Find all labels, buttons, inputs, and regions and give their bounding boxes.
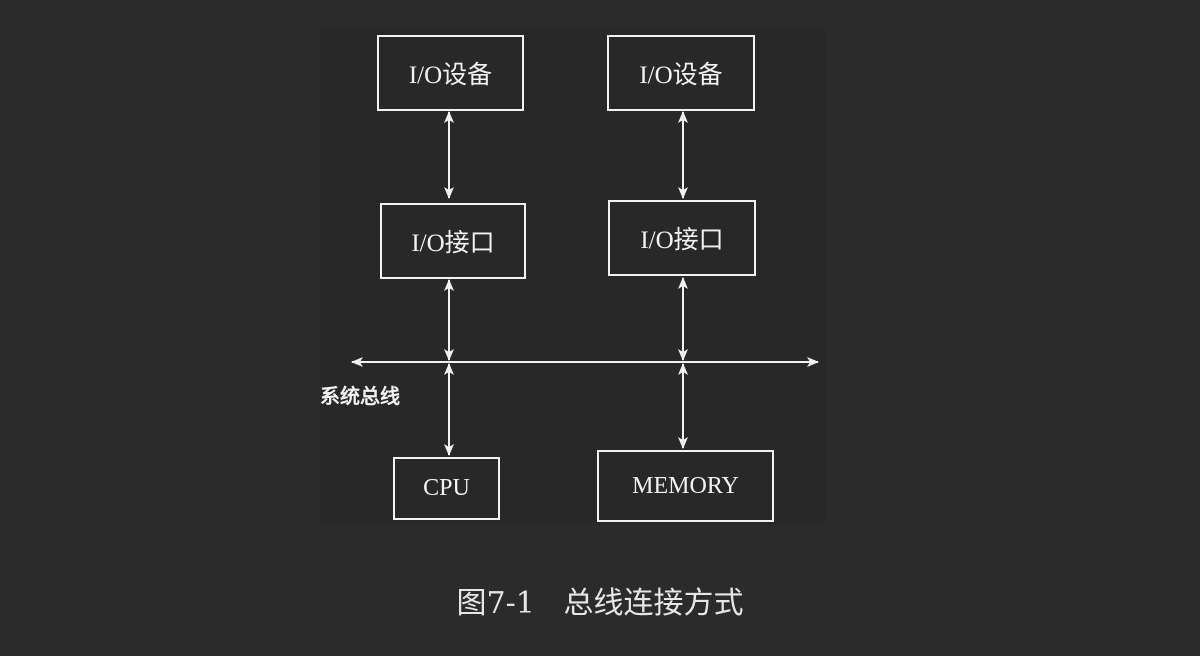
io-device-right-box: I/O设备 [607,35,755,111]
io-device-left-box: I/O设备 [377,35,524,111]
figure-caption: 图7-1 总线连接方式 [456,586,744,621]
io-interface-left-box: I/O接口 [380,203,526,279]
io-interface-right-box: I/O接口 [608,200,756,276]
cpu-box: CPU [393,457,500,520]
memory-box: MEMORY [597,450,774,522]
system-bus-label: 系统总线 [320,384,400,408]
